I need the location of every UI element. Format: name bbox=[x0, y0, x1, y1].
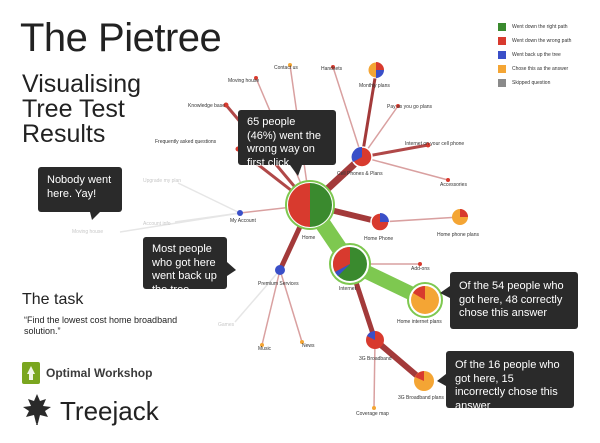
legend-item-skipped: Skipped question bbox=[498, 76, 571, 90]
home-phone-plans-pie[interactable] bbox=[452, 209, 468, 225]
label-games: Games bbox=[218, 322, 235, 328]
legend-label: Skipped question bbox=[512, 80, 551, 86]
legend-swatch bbox=[498, 23, 506, 31]
legend-item-answer: Chose this as the answer bbox=[498, 62, 571, 76]
label-moving-house: Moving house bbox=[228, 78, 259, 84]
optimal-workshop-text: Optimal Workshop bbox=[46, 366, 153, 380]
label-account-info: Account info bbox=[143, 221, 171, 227]
treejack-logo: Treejack bbox=[20, 392, 159, 431]
legend-swatch bbox=[498, 65, 506, 73]
callout-my-account: Nobody went here. Yay! bbox=[38, 167, 122, 212]
legend-label: Went down the right path bbox=[512, 24, 568, 30]
label-add-ons: Add-ons bbox=[411, 266, 430, 272]
legend-item-wrong: Went down the wrong path bbox=[498, 34, 571, 48]
label-premium-services: Premium Services bbox=[258, 281, 299, 287]
legend-item-right: Went down the right path bbox=[498, 20, 571, 34]
legend-label: Chose this as the answer bbox=[512, 66, 569, 72]
label-internet-cell: Internet on your cell phone bbox=[405, 141, 464, 147]
cell-phones-pie[interactable] bbox=[351, 146, 373, 168]
page-subtitle: Visualising Tree Test Results bbox=[22, 72, 141, 147]
subtitle-line: Results bbox=[22, 120, 106, 148]
label-knowledge-base: Knowledge base bbox=[188, 103, 225, 109]
faint-branches bbox=[119, 182, 281, 323]
legend: Went down the right path Went down the w… bbox=[498, 20, 571, 90]
label-upgrade-plan: Upgrade my plan bbox=[143, 178, 181, 184]
callout-3g-broadband-plans: Of the 16 people who got here, 15 incorr… bbox=[446, 351, 574, 412]
label-coverage-map: Coverage map bbox=[356, 411, 389, 417]
label-my-account: My Account bbox=[230, 218, 256, 224]
3g-broadband-plans-pie[interactable] bbox=[414, 371, 434, 391]
optimal-workshop-icon bbox=[22, 362, 40, 384]
legend-item-back: Went back up the tree bbox=[498, 48, 571, 62]
internet-pie[interactable] bbox=[329, 243, 371, 285]
callout-home: 65 people (46%) went the wrong way on fi… bbox=[238, 110, 336, 169]
label-music: Music bbox=[258, 346, 272, 352]
legend-label: Went back up the tree bbox=[512, 52, 561, 58]
label-3g-broadband-plans: 3G Broadband plans bbox=[398, 395, 444, 401]
leaf-dots bbox=[223, 63, 450, 410]
faint-labels: Games Moving house Upgrade my plan Accou… bbox=[72, 178, 235, 328]
task-quote: “Find the lowest cost home broadband sol… bbox=[24, 315, 178, 336]
subtitle-line: Tree Test bbox=[22, 95, 125, 123]
legend-swatch bbox=[498, 51, 506, 59]
optimal-workshop-logo: Optimal Workshop bbox=[22, 362, 152, 384]
legend-swatch bbox=[498, 37, 506, 45]
legend-swatch bbox=[498, 79, 506, 87]
label-3g-broadband: 3G Broadband bbox=[359, 356, 392, 362]
subtitle-line: Visualising bbox=[22, 70, 142, 98]
label-handsets: Handsets bbox=[321, 66, 343, 72]
label-home-phone-plans: Home phone plans bbox=[437, 232, 479, 238]
legend-label: Went down the wrong path bbox=[512, 38, 572, 44]
home-pie[interactable] bbox=[285, 180, 335, 230]
label-home: Home bbox=[302, 235, 316, 241]
page-title: The Pietree bbox=[20, 16, 222, 60]
label-moving-house-faint: Moving house bbox=[72, 229, 103, 235]
label-monthly-plans: Monthly plans bbox=[359, 83, 390, 89]
home-internet-plans-pie[interactable] bbox=[407, 282, 443, 318]
treejack-text: Treejack bbox=[60, 396, 159, 426]
label-home-phone: Home Phone bbox=[364, 236, 393, 242]
callout-home-internet-plans: Of the 54 people who got here, 48 correc… bbox=[450, 272, 578, 329]
monthly-plans-pie[interactable] bbox=[367, 61, 385, 79]
task-heading: The task bbox=[22, 291, 84, 308]
label-contact-us: Contact us bbox=[274, 65, 298, 71]
label-news: News bbox=[302, 343, 315, 349]
label-accessories: Accessories bbox=[440, 182, 467, 188]
label-faq: Frequently asked questions bbox=[155, 139, 217, 145]
callout-pointers bbox=[90, 165, 450, 386]
node-labels: Home My Account Internet Home Phone Home… bbox=[155, 65, 479, 417]
label-cell-phones: Cell Phones & Plans bbox=[337, 171, 383, 177]
3g-broadband-pie[interactable] bbox=[366, 331, 384, 349]
label-home-internet-plans: Home internet plans bbox=[397, 319, 442, 325]
label-pay-as-you-go: Pay as you go plans bbox=[387, 104, 433, 110]
maple-leaf-icon bbox=[20, 392, 54, 431]
home-phone-pie[interactable] bbox=[370, 212, 390, 232]
label-internet: Internet bbox=[339, 286, 357, 292]
callout-premium-services: Most people who got here went back up th… bbox=[143, 237, 227, 296]
